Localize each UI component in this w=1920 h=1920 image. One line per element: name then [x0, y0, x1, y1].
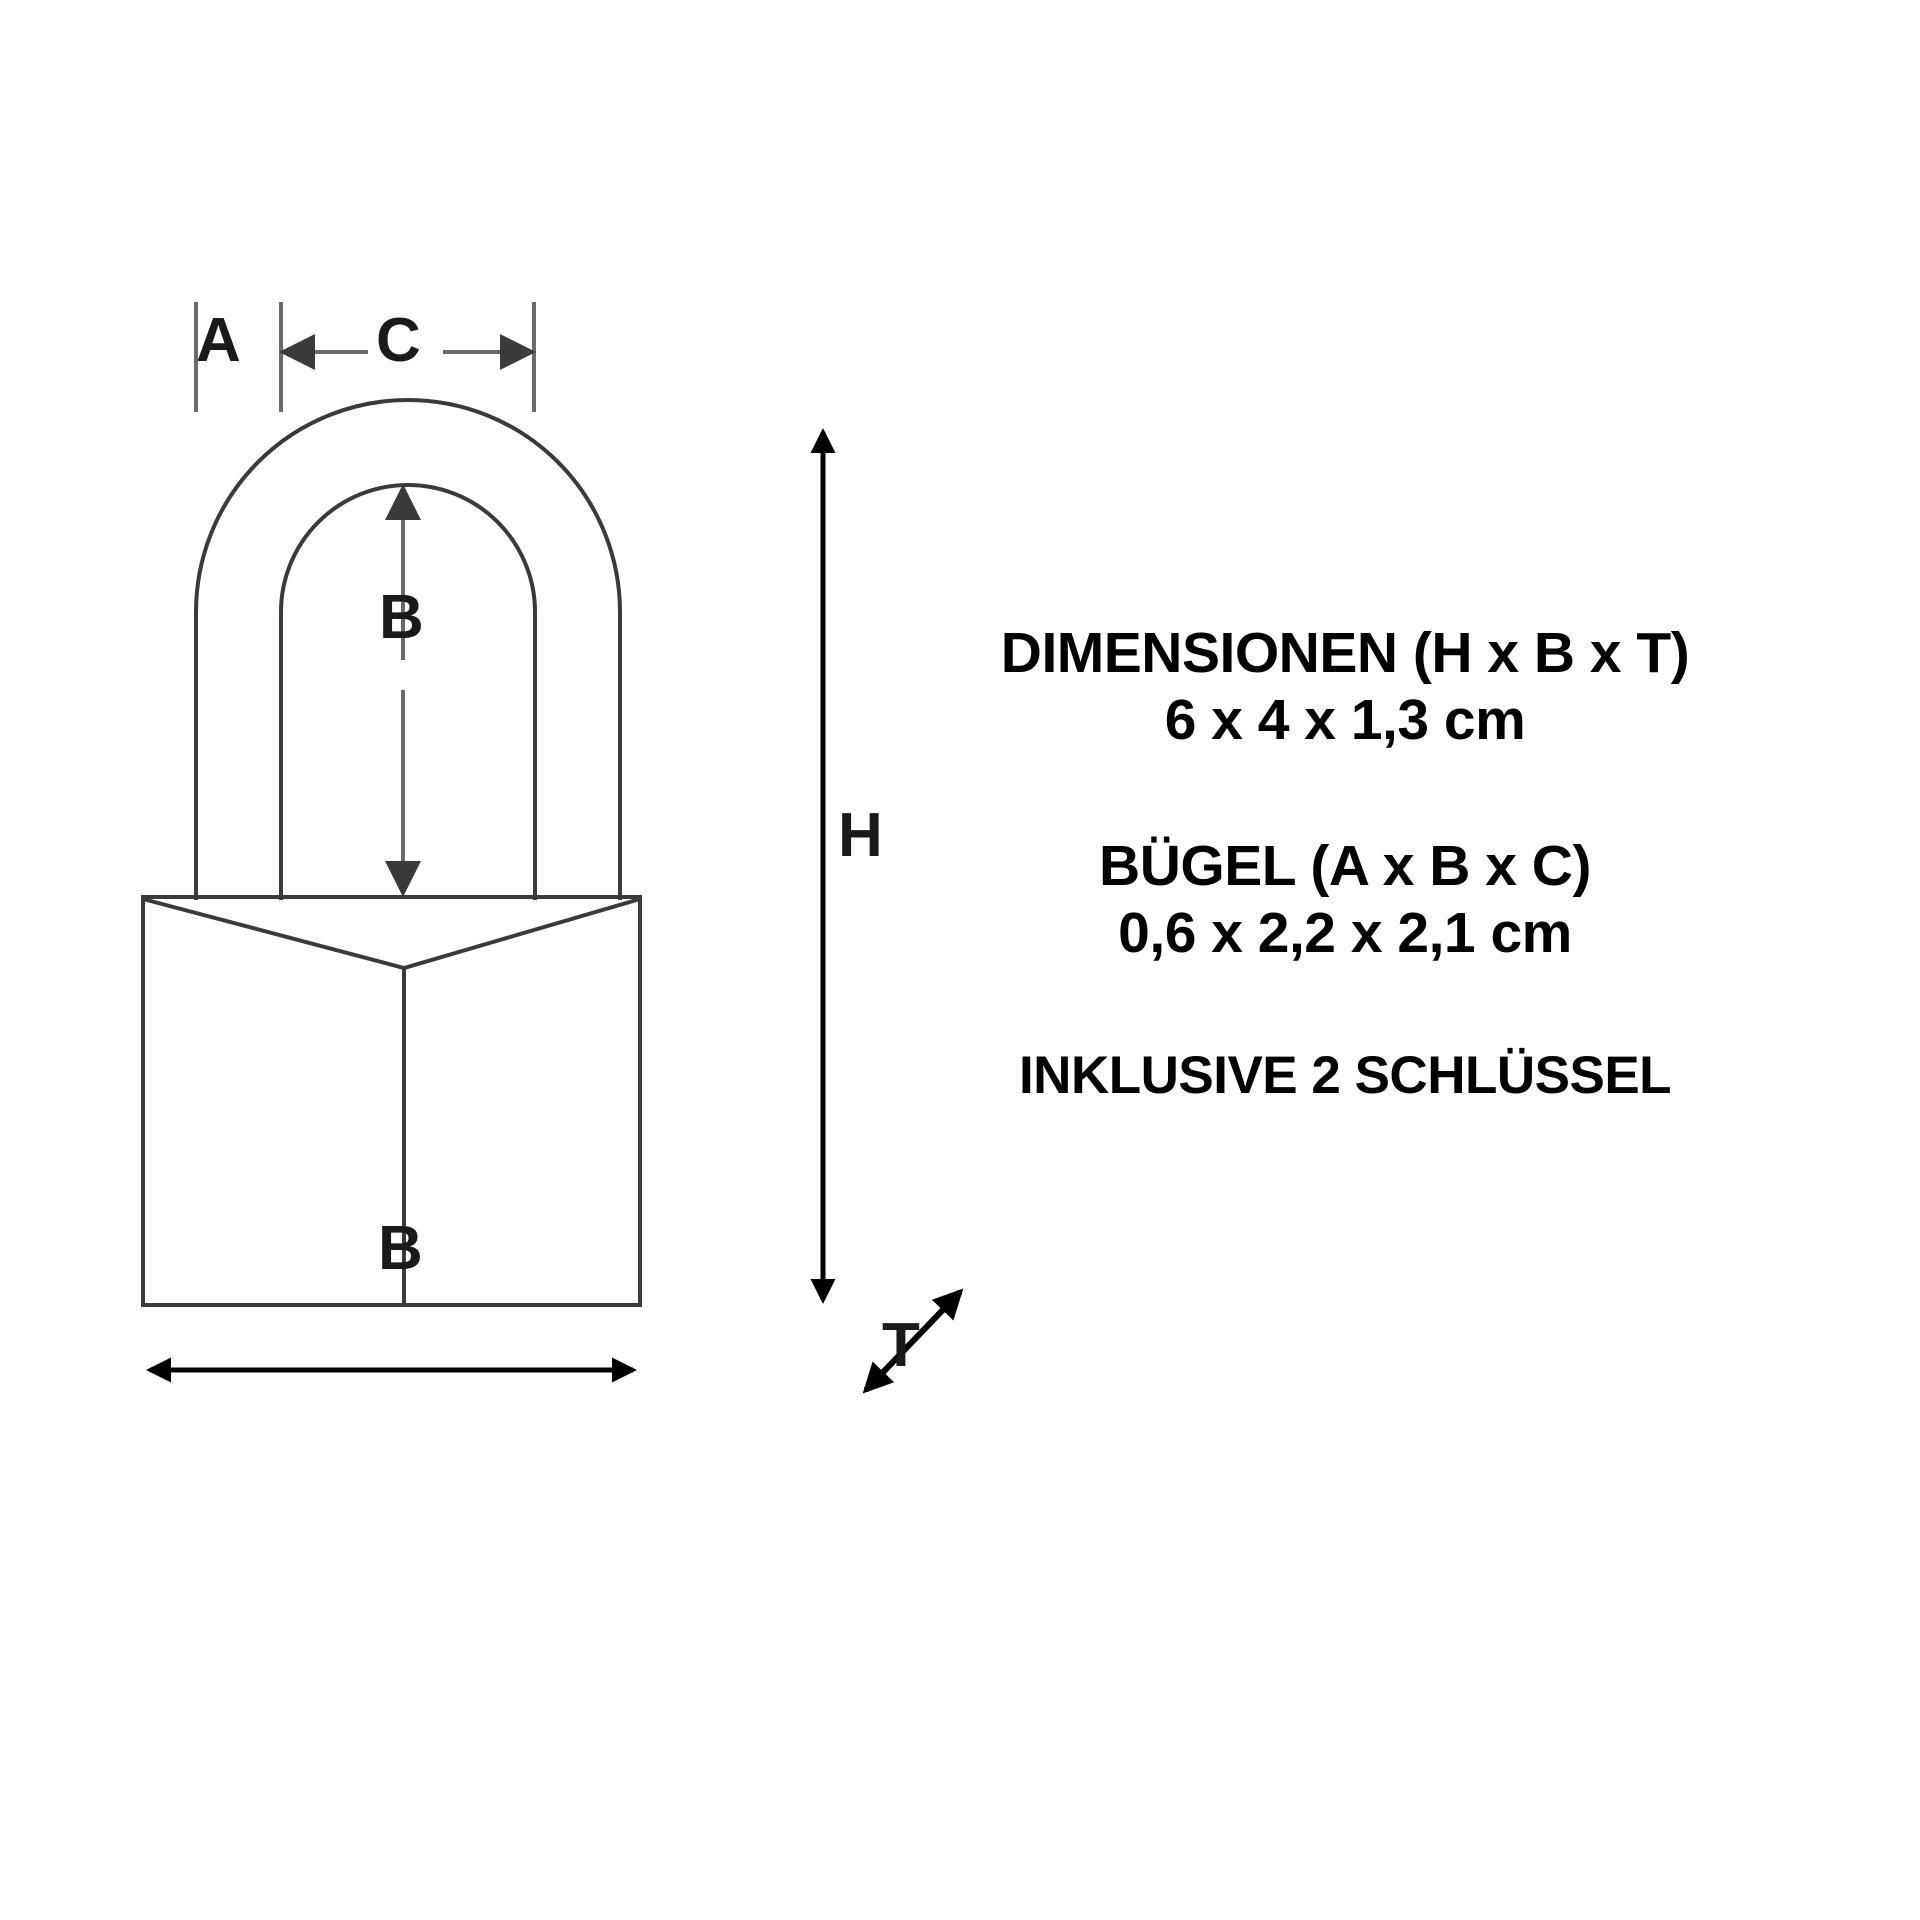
- dimension-label-b-width: B: [378, 1214, 423, 1283]
- dimension-label-t: T: [882, 1311, 920, 1380]
- spec-group-keys: INKLUSIVE 2 SCHLÜSSEL: [780, 1045, 1910, 1108]
- dimensions-value: 6 x 4 x 1,3 cm: [1164, 688, 1526, 753]
- dimension-c: [279, 302, 536, 412]
- lock-body-outline: [141, 895, 642, 1307]
- dimension-label-b-shackle: B: [379, 583, 424, 652]
- shackle-value: 0,6 x 2,2 x 2,1 cm: [1118, 900, 1572, 965]
- spec-group-dimensions: DIMENSIONEN (H x B x T) 6 x 4 x 1,3 cm: [780, 620, 1910, 755]
- dimension-label-a: A: [196, 306, 241, 375]
- dimension-t: [862, 1288, 964, 1394]
- dimension-label-h: H: [838, 801, 883, 870]
- dimension-label-c: C: [376, 306, 421, 375]
- included-keys-note: INKLUSIVE 2 SCHLÜSSEL: [1018, 1046, 1672, 1105]
- dimensions-title: DIMENSIONEN (H x B x T): [1000, 621, 1690, 685]
- spec-group-shackle: BÜGEL (A x B x C) 0,6 x 2,2 x 2,1 cm: [780, 833, 1910, 968]
- specifications-block: DIMENSIONEN (H x B x T) 6 x 4 x 1,3 cm B…: [780, 620, 1910, 1108]
- shackle-title: BÜGEL (A x B x C): [1099, 833, 1591, 898]
